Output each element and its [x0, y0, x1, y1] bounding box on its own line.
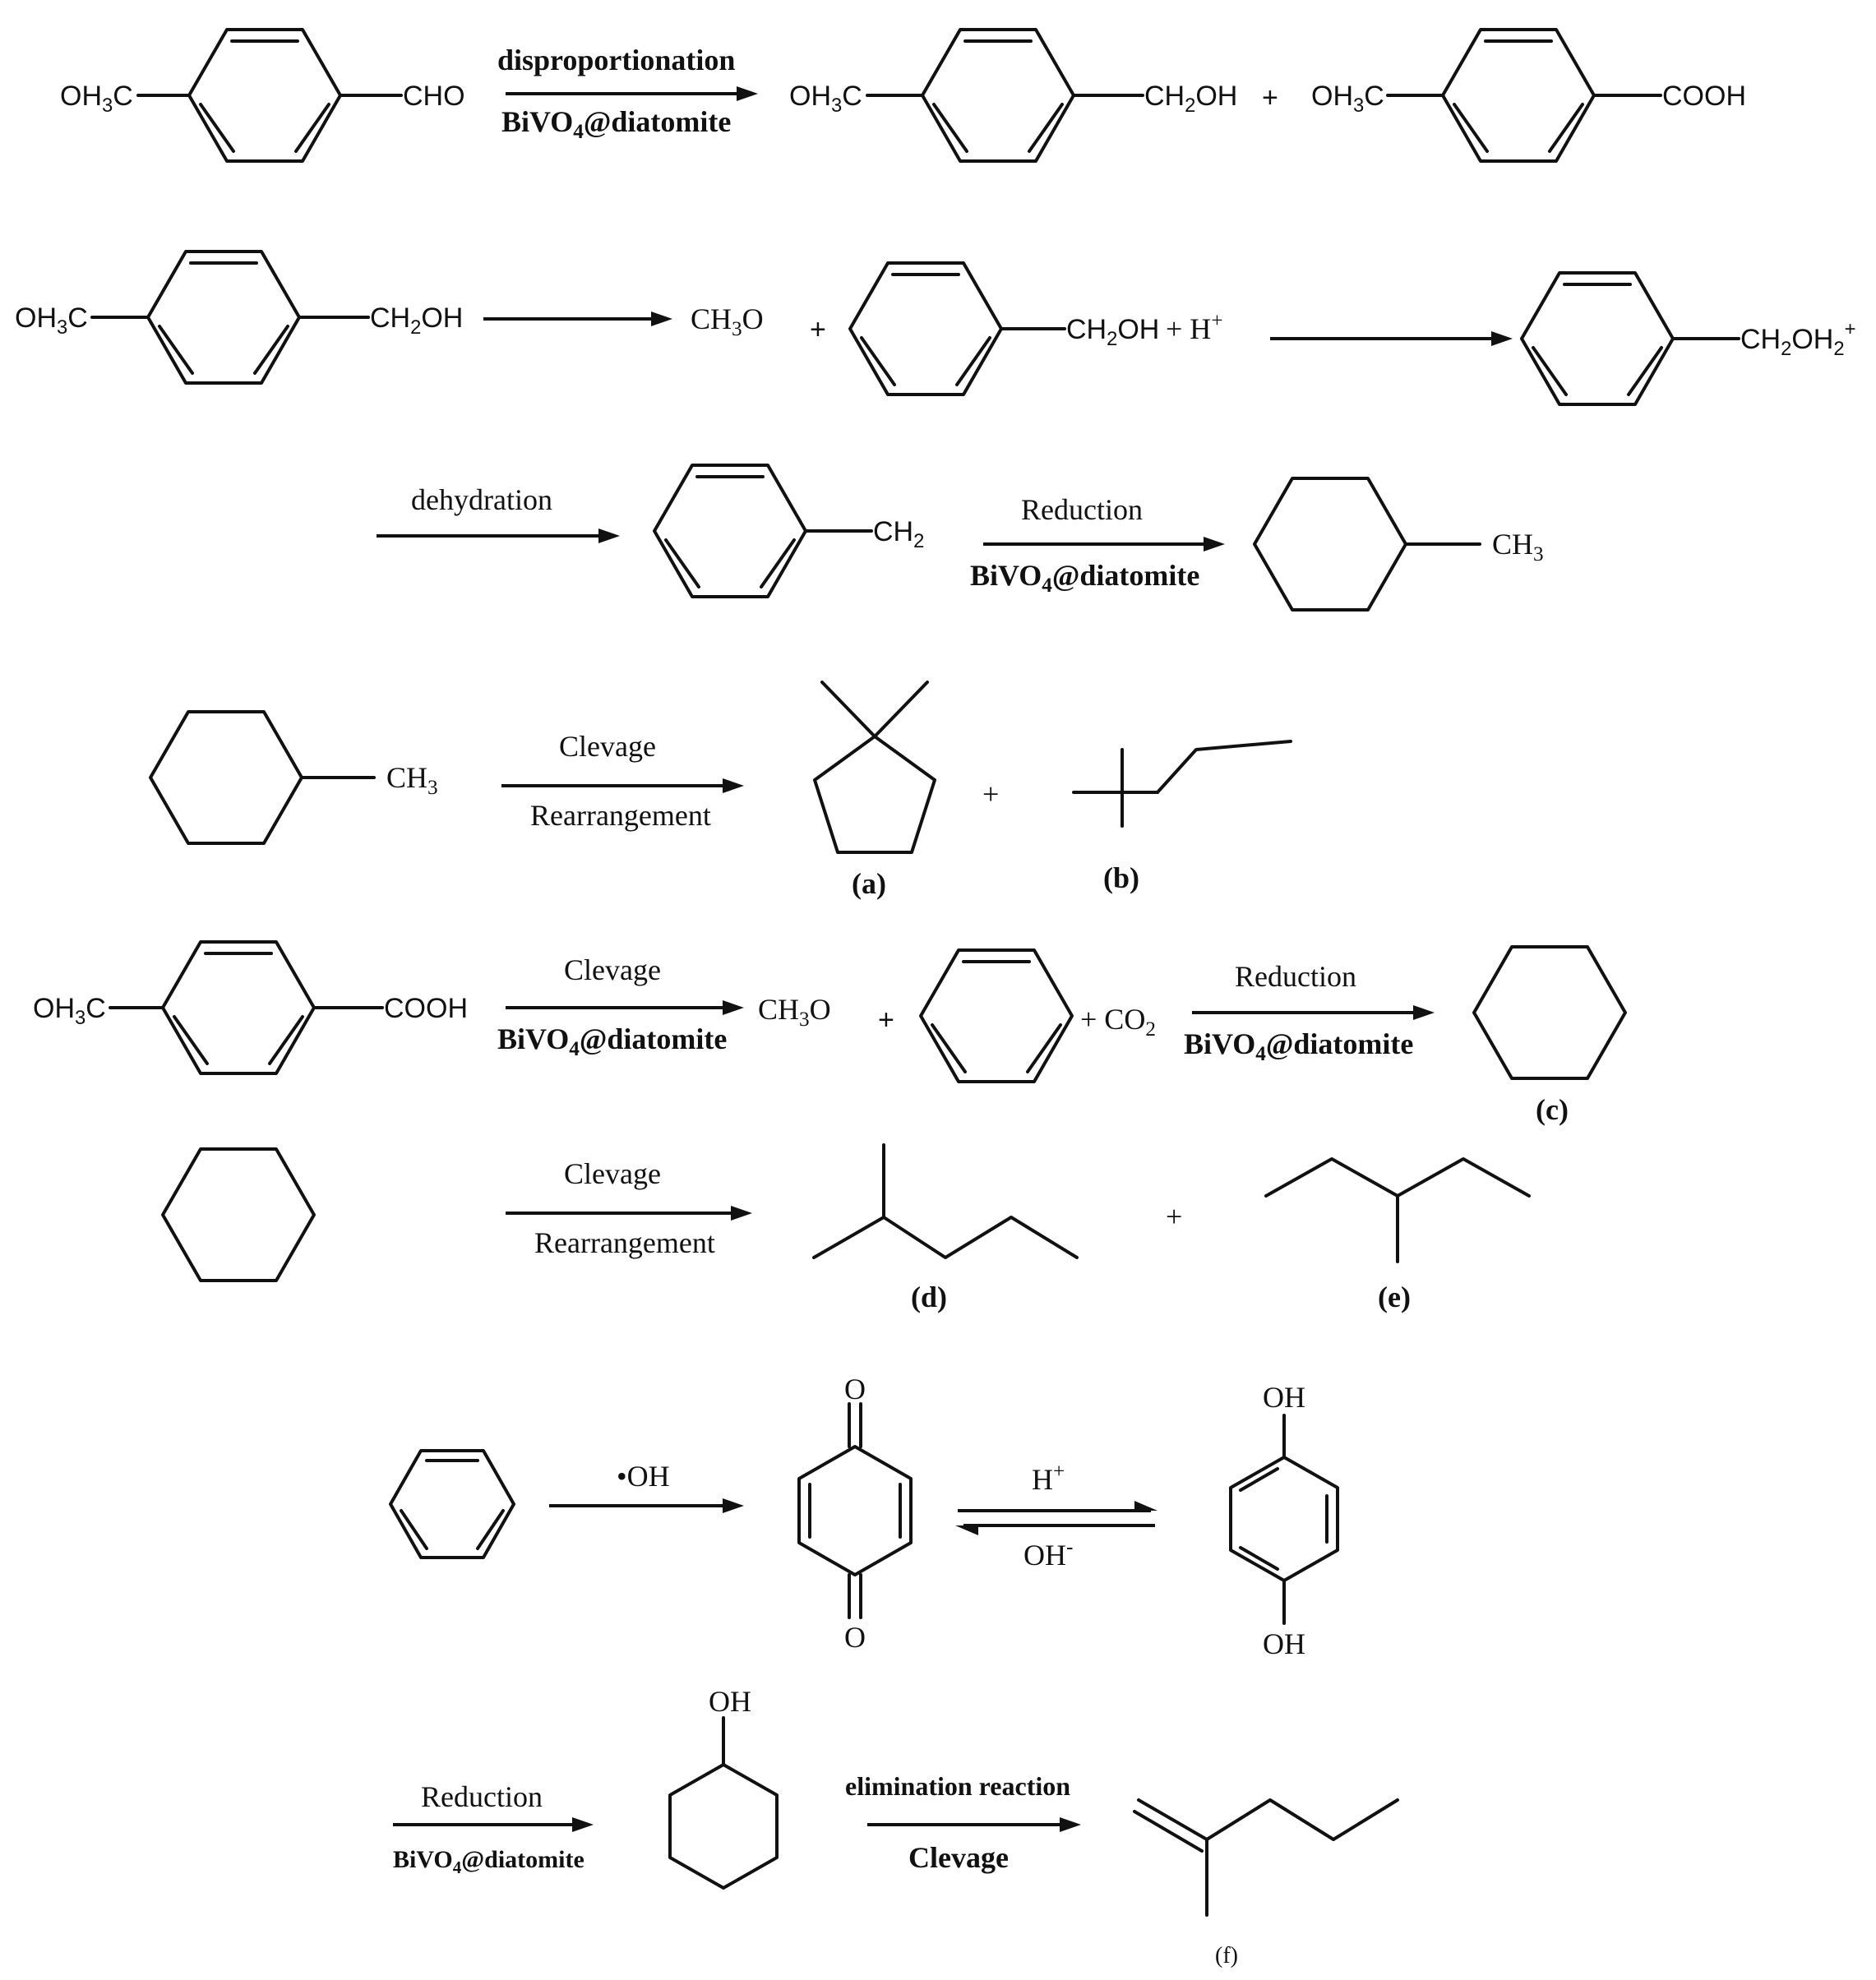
benzene-ring [389, 1449, 515, 1559]
plus-sign: + [810, 314, 826, 345]
clevage-label: Clevage [564, 953, 661, 986]
reduction-label: Reduction [1021, 493, 1143, 526]
dehydration-label: dehydration [411, 483, 552, 516]
cyclohexanol-oh-label: OH [709, 1685, 751, 1718]
hydroquinone-top-oh-label: OH [1263, 1381, 1305, 1414]
catalyst-label: BiVO4@diatomite [393, 1846, 585, 1877]
ch2-label: CH2 [873, 516, 924, 552]
anisyl-alcohol-ring [146, 250, 301, 385]
ch3-label: CH3 [386, 761, 438, 799]
cooh-label: COOH [1662, 81, 1746, 112]
anisaldehyde-ring [187, 28, 342, 163]
protonated-alcohol-ring [1520, 271, 1675, 406]
product-alcohol-ring [921, 28, 1075, 163]
row-1: OH3C CHO disproportionation BiVO4@diatom… [60, 28, 1746, 163]
proton-label: + H+ [1166, 310, 1223, 345]
row-7: •OH O O H+ OH- OH OH [389, 1373, 1339, 1660]
hydroxyl-radical-label: •OH [617, 1460, 670, 1493]
quinone-top-o-label: O [844, 1373, 866, 1405]
elimination-label: elimination reaction [845, 1771, 1070, 1801]
methylpentane-structure [812, 1143, 1079, 1259]
row-5: OH3C COOH Clevage BiVO4@diatomite CH3O +… [33, 940, 1627, 1126]
ch2oh-label: CH2OH [1144, 81, 1237, 117]
clevage-label: Clevage [564, 1157, 661, 1190]
product-acid-ring [1441, 28, 1596, 163]
reduction-label: Reduction [421, 1780, 543, 1813]
eq-bottom-label: OH- [1023, 1536, 1073, 1572]
row-4: CH3 Clevage Rearrangement (a) + (b) [149, 681, 1292, 900]
catalyst-label: BiVO4@diatomite [501, 105, 731, 143]
ch3-label: CH3 [1492, 528, 1544, 565]
plus-sign: + [878, 1004, 894, 1036]
rearrangement-label: Rearrangement [530, 799, 711, 832]
hydroquinone-bottom-oh-label: OH [1263, 1627, 1305, 1660]
ch2oh2-plus-label: CH2OH2+ [1740, 318, 1856, 360]
catalyst-label: BiVO4@diatomite [497, 1022, 727, 1060]
anisic-acid-oh3c-label: OH3C [33, 993, 106, 1029]
cyclohexane-ring [1472, 945, 1627, 1080]
benzyl-ch2oh-label: CH2OH [1066, 314, 1159, 350]
benzyl-cation-ring [653, 464, 807, 598]
dimethylcyclopentane-structure [813, 681, 936, 854]
product-alcohol-oh3c-label: OH3C [789, 81, 862, 117]
benzene-ring [919, 948, 1074, 1083]
plus-sign: + [1262, 82, 1278, 113]
benzyl-alcohol-ring [848, 261, 1003, 396]
plus-sign: + [1166, 1200, 1182, 1233]
methylcyclohexane-ring [149, 710, 303, 845]
anisyl-alcohol-oh3c-label: OH3C [15, 302, 88, 339]
anisic-acid-ring [161, 940, 316, 1075]
anisyl-ch2oh-label: CH2OH [370, 302, 463, 339]
plus-sign: + [982, 778, 999, 810]
ch3o-label: CH3O [758, 993, 831, 1031]
label-c: (c) [1536, 1093, 1569, 1126]
cooh-label: COOH [384, 993, 468, 1024]
disproportionation-label: disproportionation [497, 44, 735, 76]
label-f: (f) [1215, 1943, 1238, 1968]
methylcyclohexane-ring [1253, 477, 1407, 612]
anisaldehyde-oh3c-label: OH3C [60, 81, 133, 117]
product-acid-oh3c-label: OH3C [1311, 81, 1384, 117]
benzoquinone-structure [797, 1402, 913, 1619]
catalyst-label: BiVO4@diatomite [970, 559, 1199, 597]
label-d: (d) [911, 1281, 947, 1313]
reduction-label: Reduction [1235, 960, 1356, 993]
cho-label: CHO [403, 81, 465, 112]
row-3: dehydration CH2 Reduction BiVO4@diatomit… [377, 464, 1544, 612]
row-2: OH3C CH2OH CH3O + CH2OH + H+ CH2OH2+ [15, 250, 1856, 406]
ethylbutane-structure [1264, 1157, 1531, 1263]
methylpentene-structure [1133, 1798, 1399, 1917]
clevage-label: Clevage [908, 1841, 1009, 1874]
row-6: Clevage Rearrangement (d) + (e) [161, 1143, 1531, 1313]
cyclohexanol-ring [668, 1763, 779, 1890]
dimethylpentane-structure [1072, 740, 1292, 828]
quinone-bottom-o-label: O [844, 1621, 866, 1654]
label-b: (b) [1103, 861, 1139, 894]
label-a: (a) [852, 867, 886, 900]
ch3o-label: CH3O [691, 302, 764, 340]
eq-top-label: H+ [1032, 1461, 1065, 1496]
hydroquinone-ring [1229, 1456, 1339, 1582]
label-e: (e) [1378, 1281, 1411, 1313]
clevage-label: Clevage [559, 730, 656, 763]
rearrangement-label: Rearrangement [534, 1226, 715, 1259]
catalyst-label: BiVO4@diatomite [1184, 1027, 1413, 1065]
co2-label: + CO2 [1080, 1003, 1156, 1041]
cyclohexane-ring [161, 1147, 316, 1282]
row-8: Reduction BiVO4@diatomite OH elimination… [393, 1685, 1399, 1968]
